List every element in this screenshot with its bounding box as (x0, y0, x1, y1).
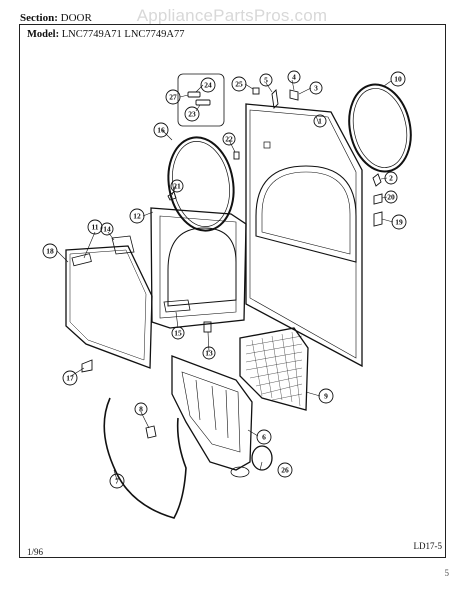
callout-20: 20 (387, 193, 395, 202)
corner-mark: 5 (444, 568, 450, 578)
callout-8: 8 (139, 405, 143, 414)
footer-page-code: LD17-5 (413, 541, 443, 551)
door-cable (103, 397, 187, 519)
small-hardware (81, 87, 383, 439)
callout-15: 15 (174, 329, 182, 338)
outer-door-panel (245, 103, 363, 368)
callout-23: 23 (188, 110, 196, 119)
callout-18: 18 (46, 247, 54, 256)
callout-circles (42, 70, 407, 489)
small-plate (163, 299, 191, 313)
lint-grille (239, 327, 309, 411)
door-ring-front (167, 136, 235, 232)
callout-26: 26 (281, 466, 289, 475)
callout-13: 13 (205, 349, 213, 358)
callout-12: 12 (133, 212, 141, 221)
callout-4: 4 (292, 73, 296, 82)
callout-24: 24 (204, 81, 212, 90)
inner-door-frame (150, 207, 247, 329)
model-label: Model: (27, 29, 60, 40)
callout-3: 3 (314, 84, 318, 93)
callout-6: 6 (262, 433, 266, 442)
callout-16: 16 (157, 126, 165, 135)
model-values: LNC7749A71 LNC7749A77 (61, 29, 185, 40)
callout-21: 21 (173, 182, 181, 191)
section-label: Section: (20, 12, 58, 24)
callout-17: 17 (66, 374, 74, 383)
trap-housing (171, 355, 253, 478)
label-plate (111, 235, 135, 255)
callout-9: 9 (324, 392, 328, 401)
footer-date: 1/96 (27, 547, 44, 557)
inset-box (177, 73, 225, 127)
callout-7: 7 (115, 477, 119, 486)
section-header: Section: DOOR (20, 12, 92, 24)
inner-door-panel (65, 245, 153, 369)
callout-11: 11 (91, 223, 98, 232)
callout-19: 19 (395, 218, 403, 227)
callout-2: 2 (389, 174, 393, 183)
callout-5: 5 (264, 76, 268, 85)
o-ring (251, 445, 273, 471)
leader-lines (56, 79, 394, 481)
diagram-frame (19, 24, 446, 558)
section-value: DOOR (60, 12, 92, 24)
callout-1: 1 (318, 117, 322, 126)
callout-27: 27 (169, 93, 177, 102)
watermark-text: AppliancePartsPros.com (136, 6, 328, 25)
callout-14: 14 (103, 225, 111, 234)
callout-22: 22 (225, 135, 233, 144)
callout-10: 10 (394, 75, 402, 84)
door-ring-rear (348, 83, 412, 173)
model-header: Model: LNC7749A71 LNC7749A77 (27, 29, 185, 40)
callout-25: 25 (235, 80, 243, 89)
